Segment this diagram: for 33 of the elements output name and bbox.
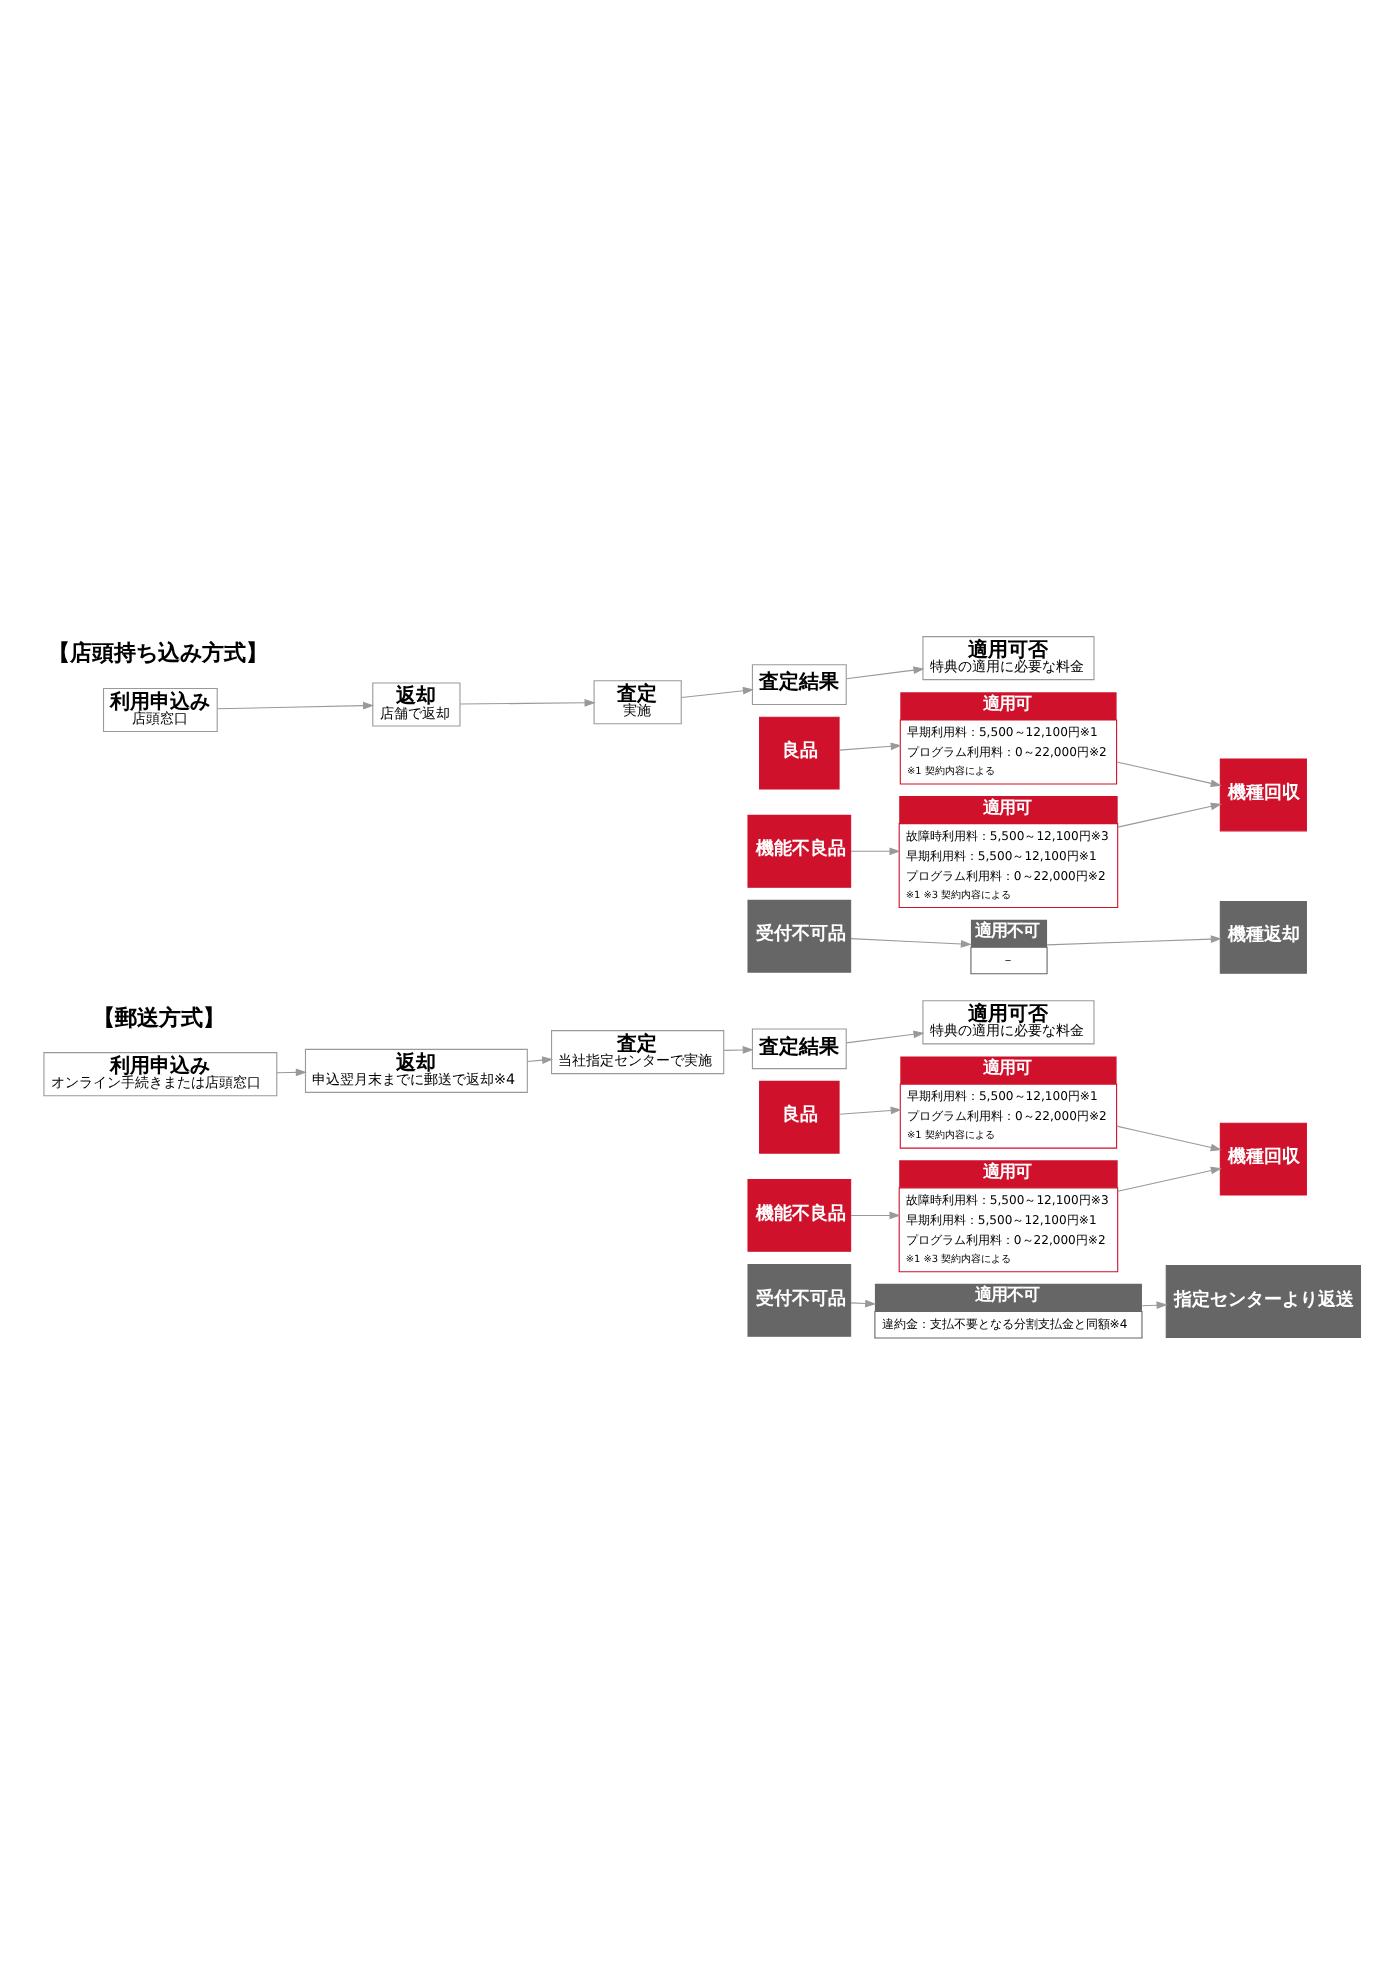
arrow [723, 1046, 754, 1054]
arrow [1116, 761, 1222, 788]
label: 【郵送方式】 [93, 1004, 226, 1031]
arrow [1117, 1166, 1222, 1192]
arrow [845, 666, 925, 680]
arrow [680, 686, 754, 699]
arrow [1046, 935, 1222, 946]
arrow [216, 701, 375, 710]
arrow [845, 1030, 925, 1044]
node-box: 指定センターより返送 [1165, 1265, 1361, 1338]
node-box: 機能不良品 [747, 814, 852, 888]
node-box: 良品 [759, 1080, 840, 1154]
label: 【店頭持ち込み方式】 [48, 640, 269, 667]
node-box: 機能不良品 [747, 1179, 852, 1252]
arrow [459, 698, 596, 707]
arrow [850, 847, 901, 856]
arrow [850, 1211, 901, 1220]
node-box: 査定結果 [751, 664, 847, 706]
node-box: 受付不可品 [747, 1264, 852, 1337]
arrow [1117, 802, 1222, 828]
node-box: 機種回収 [1219, 1122, 1307, 1196]
arrow [850, 938, 972, 948]
arrow [1116, 1125, 1222, 1152]
arrow [838, 742, 902, 751]
node-box: 受付不可品 [747, 899, 852, 973]
arrow [850, 1299, 877, 1308]
arrow [276, 1068, 307, 1077]
arrow [838, 1106, 902, 1115]
arrow [526, 1056, 554, 1065]
node-box: 機種回収 [1219, 758, 1307, 832]
node-box: 機種返却 [1219, 900, 1307, 974]
node-box: 査定結果 [751, 1028, 847, 1070]
node-box: 良品 [759, 716, 840, 790]
